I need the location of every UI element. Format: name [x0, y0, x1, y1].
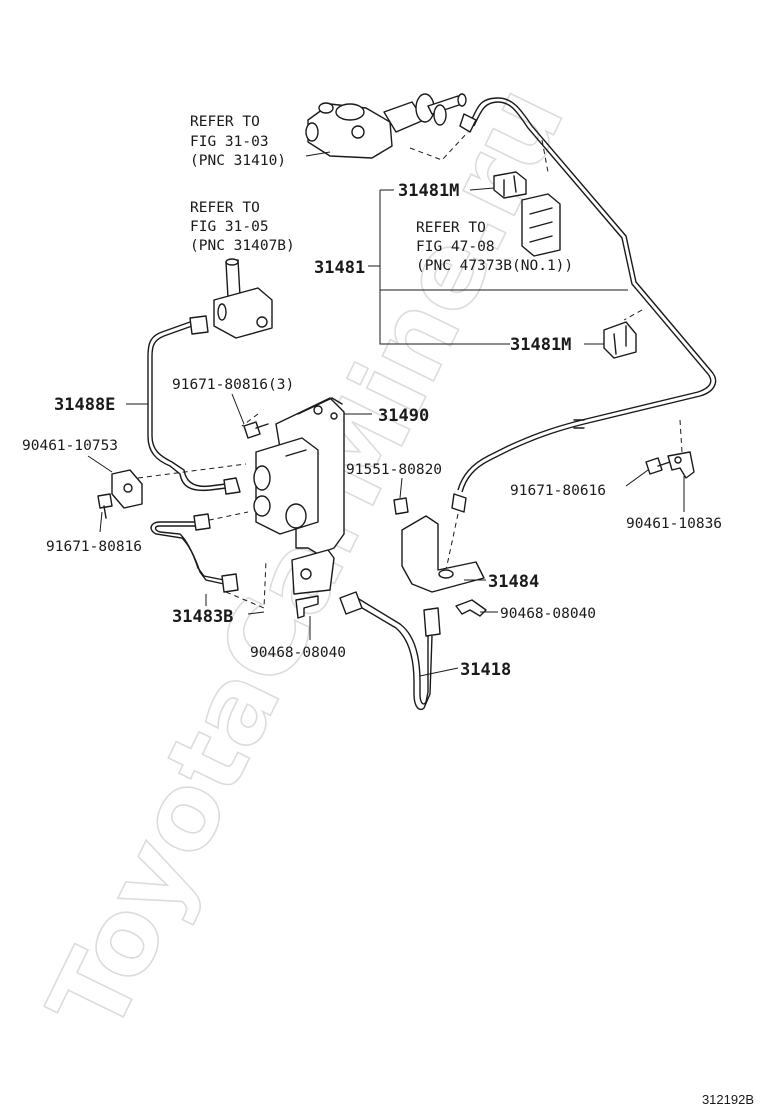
part-label-31481m-bottom: 31481M: [510, 335, 571, 355]
part-label-90468-08040-right: 90468-08040: [500, 606, 596, 622]
ref-fig-31-05-line1: REFER TO: [190, 200, 260, 216]
ref-fig-31-03-line2: FIG 31-03: [190, 134, 269, 150]
clip-90461-10836-drawing: [667, 451, 695, 479]
bolt-91671-80616-drawing: [645, 457, 671, 475]
part-label-91671-80816: 91671-80816: [46, 539, 142, 555]
ref-fig-47-08-line1: REFER TO: [416, 220, 486, 236]
bolt-91551-80820-drawing: [393, 497, 409, 515]
ref-fig-31-05-line3: (PNC 31407B): [190, 238, 295, 254]
ref-fig-47-08-line2: FIG 47-08: [416, 239, 495, 255]
clip-90461-10753-drawing: [111, 469, 143, 509]
part-label-31490: 31490: [378, 406, 429, 426]
master-cylinder-drawing: [305, 93, 467, 159]
part-label-31481: 31481: [314, 258, 365, 278]
part-label-31481m-top: 31481M: [398, 181, 459, 201]
part-label-31483b: 31483B: [172, 607, 233, 627]
ref-fig-47-08-line3: (PNC 47373B(NO.1)): [416, 258, 573, 274]
clamp-31481m-top-drawing: [493, 171, 527, 199]
ref-fig-31-05-line2: FIG 31-05: [190, 219, 269, 235]
pipe-31488e-drawing: [147, 315, 241, 495]
clip-90468-08040-right-drawing: [455, 599, 487, 617]
part-label-90461-10753: 90461-10753: [22, 438, 118, 454]
part-label-90468-08040-bottom: 90468-08040: [250, 645, 346, 661]
pipe-31483b-drawing: [150, 513, 239, 593]
bracket-31484-drawing: [401, 515, 485, 593]
cylinder-31407b-drawing: [213, 258, 273, 339]
part-label-90461-10836: 90461-10836: [626, 516, 722, 532]
bolt-91671-80816-drawing: [97, 493, 113, 519]
figure-id: 312192B: [702, 1092, 754, 1107]
part-label-31484: 31484: [488, 572, 539, 592]
hose-31418-drawing: [339, 591, 441, 711]
part-label-91671-80616: 91671-80616: [510, 483, 606, 499]
clamp-47373b-drawing: [521, 193, 561, 257]
part-label-31488e: 31488E: [54, 395, 115, 415]
clip-90468-08040-bottom-drawing: [295, 595, 319, 619]
ref-fig-31-03-line3: (PNC 31410): [190, 153, 286, 169]
bolt-91671-80816-3-drawing: [243, 421, 269, 439]
part-label-31418: 31418: [460, 660, 511, 680]
part-label-91671-80816-3: 91671-80816(3): [172, 377, 294, 393]
bracket-31490-drawing: [253, 397, 345, 595]
ref-fig-31-03-line1: REFER TO: [190, 114, 260, 130]
part-label-91551-80820: 91551-80820: [346, 462, 442, 478]
clamp-31481m-bottom-drawing: [603, 321, 637, 359]
pipe-31481: [461, 97, 717, 493]
